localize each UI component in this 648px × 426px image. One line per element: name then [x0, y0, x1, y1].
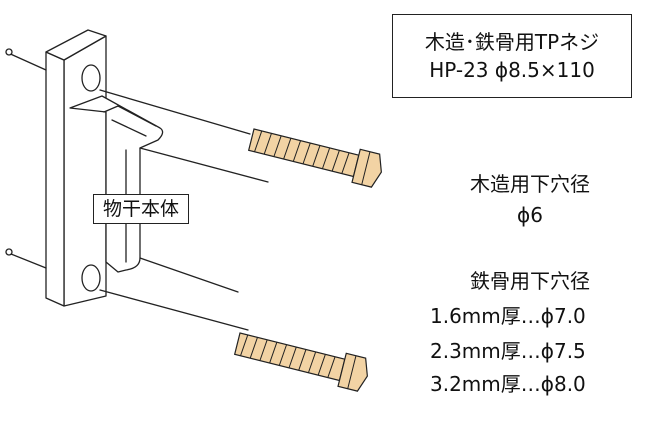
- steel-pilot-hole-row: 3.2mm厚…ϕ8.0: [430, 372, 586, 396]
- lower-screw: [233, 332, 368, 392]
- upper-screw-hole: [81, 64, 101, 92]
- wall-plate-top: [45, 29, 107, 61]
- upper-screw: [247, 128, 382, 188]
- wood-pilot-hole-title: 木造用下穴径: [470, 172, 590, 196]
- screw-spec-size: HP-23 ϕ8.5×110: [429, 58, 595, 82]
- screw-spec-box: 木造･鉄骨用TPネジ HP-23 ϕ8.5×110: [392, 14, 632, 98]
- steel-pilot-hole-row: 1.6mm厚…ϕ7.0: [430, 304, 586, 328]
- steel-pilot-hole-title: 鉄骨用下穴径: [470, 269, 590, 293]
- bracket-label: 物干本体: [93, 194, 189, 224]
- steel-pilot-hole-row: 2.3mm厚…ϕ7.5: [430, 339, 586, 363]
- wall-plate-side: [45, 51, 65, 307]
- lower-screw-hole: [81, 264, 101, 292]
- screw-spec-name: 木造･鉄骨用TPネジ: [424, 30, 600, 54]
- wood-pilot-hole-value: ϕ6: [517, 203, 543, 227]
